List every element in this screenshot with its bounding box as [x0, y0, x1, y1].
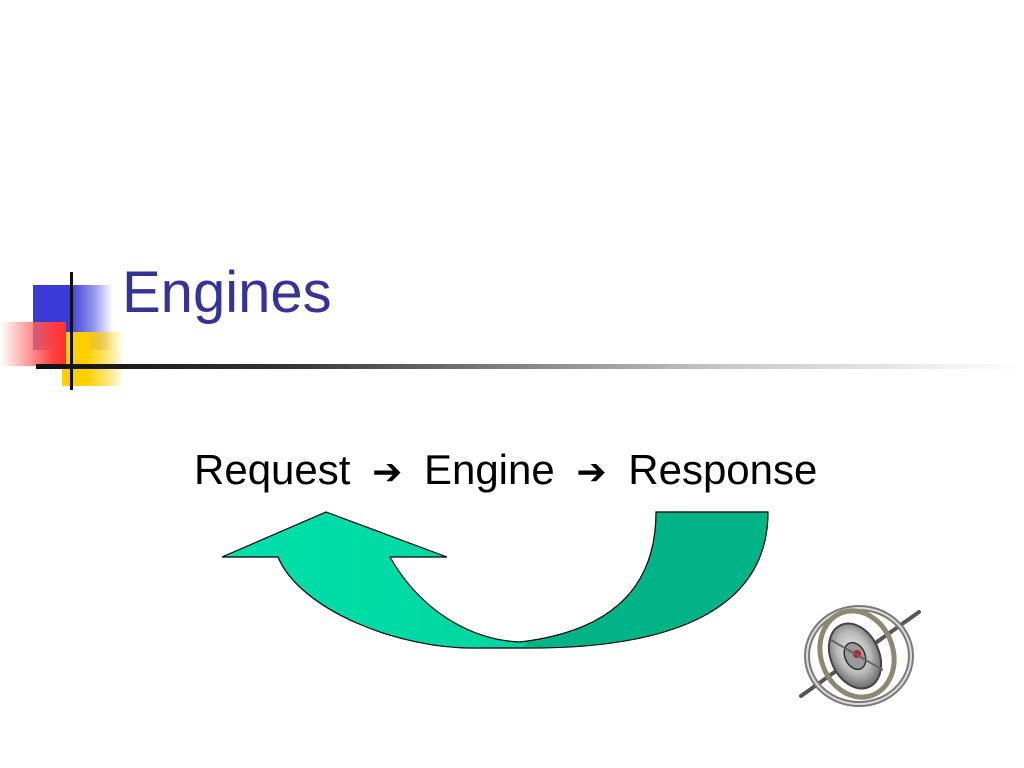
flow-response-label: Response — [628, 446, 818, 493]
gyroscope-icon — [799, 605, 921, 707]
title-underline — [36, 364, 1024, 369]
decor-red-square — [0, 322, 66, 366]
right-arrow-icon: ➔ — [372, 452, 403, 493]
flow-request-label: Request — [194, 446, 351, 493]
curved-arrow-shape — [221, 511, 769, 649]
flow-engine-label: Engine — [423, 446, 555, 493]
decor-vertical-line — [70, 272, 73, 390]
page-title: Engines — [122, 260, 332, 325]
right-arrow-icon: ➔ — [576, 452, 607, 493]
request-flow: Request ➔ Engine ➔ Response — [194, 444, 817, 499]
